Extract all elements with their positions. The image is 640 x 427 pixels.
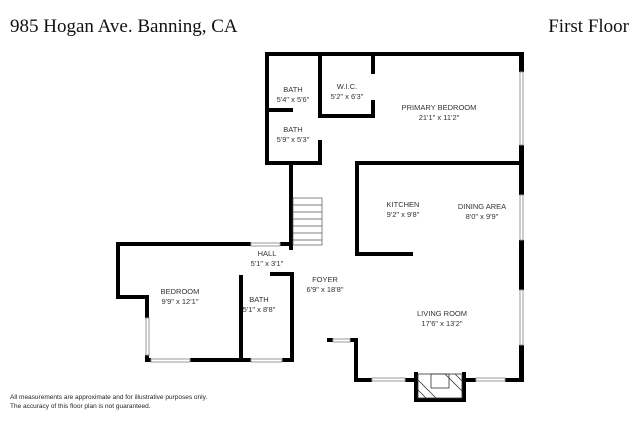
room-dims: 5'1" x 3'1" bbox=[251, 259, 284, 268]
room-name: PRIMARY BEDROOM bbox=[402, 103, 477, 112]
room-labels: BATH 5'4" x 5'6" W.I.C. 5'2" x 6'3" PRIM… bbox=[161, 82, 507, 328]
windows bbox=[145, 71, 524, 382]
room-dims: 21'1" x 11'2" bbox=[419, 113, 460, 122]
walls bbox=[116, 52, 524, 402]
disclaimer: All measurements are approximate and for… bbox=[10, 393, 207, 411]
room-name: HALL bbox=[258, 249, 277, 258]
stairs bbox=[292, 197, 323, 246]
room-name: DINING AREA bbox=[458, 202, 506, 211]
room-dims: 9'2" x 9'8" bbox=[387, 210, 420, 219]
room-dims: 5'1" x 8'8" bbox=[243, 305, 276, 314]
disclaimer-line: The accuracy of this floor plan is not g… bbox=[10, 403, 151, 410]
room-name: BATH bbox=[249, 295, 268, 304]
room-name: W.I.C. bbox=[337, 82, 357, 91]
fireplace bbox=[417, 373, 463, 399]
room-dims: 5'9" x 5'3" bbox=[277, 135, 310, 144]
room-dims: 8'0" x 9'9" bbox=[466, 212, 499, 221]
room-name: BATH bbox=[283, 85, 302, 94]
room-name: BATH bbox=[283, 125, 302, 134]
room-name: LIVING ROOM bbox=[417, 309, 467, 318]
room-dims: 6'9" x 18'8" bbox=[307, 285, 344, 294]
room-dims: 5'2" x 6'3" bbox=[331, 92, 364, 101]
room-name: KITCHEN bbox=[387, 200, 420, 209]
floor-title: First Floor bbox=[548, 16, 629, 37]
room-dims: 9'9" x 12'1" bbox=[162, 297, 199, 306]
room-name: BEDROOM bbox=[161, 287, 200, 296]
room-name: FOYER bbox=[312, 275, 338, 284]
address-title: 985 Hogan Ave. Banning, CA bbox=[10, 16, 238, 37]
disclaimer-line: All measurements are approximate and for… bbox=[10, 394, 208, 401]
room-dims: 5'4" x 5'6" bbox=[277, 95, 310, 104]
room-dims: 17'6" x 13'2" bbox=[421, 319, 462, 328]
